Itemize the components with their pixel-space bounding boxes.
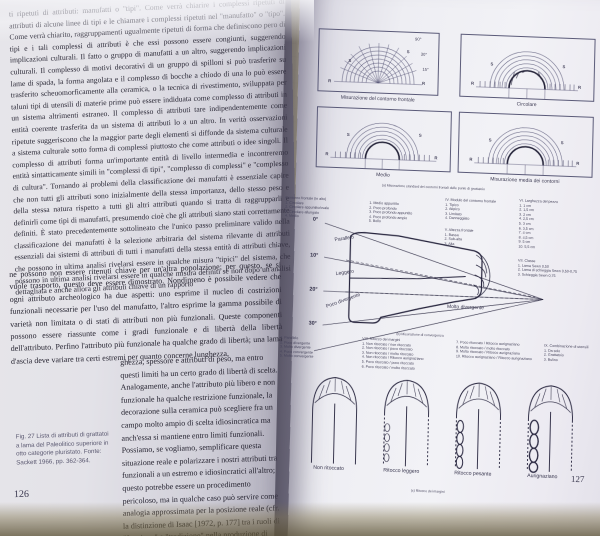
blade-outline (348, 231, 483, 324)
scraper-aurignaziano (526, 385, 573, 473)
panel3-label-s-right: S (418, 132, 422, 138)
blade-tip-retouch (473, 250, 491, 300)
angle-20: 20° (309, 286, 318, 293)
angle-30: 30° (308, 320, 317, 327)
list-IV-item-4: 4. Danneggiato (444, 216, 470, 222)
list-VI-roman: VI. (519, 198, 524, 203)
panel4-label-s-left: S (488, 137, 492, 143)
list-VIII-roman: VIII. (362, 336, 369, 341)
list-II-item-5: 5. Molto convergente (279, 353, 314, 360)
list-IX-combinazione-utensili: IX. Combinazione di utensili 1. Da solo … (544, 344, 589, 364)
list-VIII-ritocco-margini-a: VIII. Ritocco dei margini 1. Non ritocca… (362, 337, 424, 372)
convergence-rays (313, 222, 544, 352)
list-IV-modulo-contorno: IV. Modulo del contorno frontale 1. Tipi… (445, 198, 496, 223)
figure-27-caption: Fig. 27 Lista di attributi di grattatoi … (15, 430, 109, 467)
panel4-label-r-left: R (469, 156, 473, 162)
panel1-label-s-right: S (406, 49, 410, 55)
panel4-label-s-right: S (560, 140, 564, 146)
scraper-drawings (310, 377, 573, 473)
panel2-label-s-left: S (490, 61, 494, 67)
retouch-label-non-ritoccato: Non ritoccato (313, 464, 344, 472)
panel2-label-r-right: R (577, 84, 582, 90)
list-IX-roman: IX. (544, 343, 549, 348)
panel-contorno-frontale (317, 28, 440, 96)
angle-0: 0° (312, 216, 319, 223)
angle-10: 10° (310, 252, 319, 259)
panel2-label-r-left: R (471, 80, 475, 86)
scraper-non-ritoccato (310, 377, 358, 465)
panel1-label-r-left: R (328, 78, 332, 84)
list-VIII-ritocco-margini-b: 7. Poco ritoccato / Ritocco aurignaziano… (456, 340, 532, 361)
panel1-angle-30: 30° (420, 51, 428, 57)
panel1-label-r-right: R (422, 80, 426, 86)
list-IX-item-3: 3. Bulino (543, 357, 558, 362)
list-I-contorno-frontale: Contorno frontale (in alto) 1. Circolare… (285, 196, 329, 221)
panel3-label-s-left: S (346, 131, 350, 137)
scraper-ritocco-leggero (382, 379, 429, 468)
panel1-angle-90: 90° (415, 36, 422, 42)
panel-circolare (459, 33, 596, 102)
scraper-ritocco-pesante (454, 382, 501, 470)
subcaption-c: (c) Ritocco dei margini (410, 488, 445, 494)
panel-misurazione-media (457, 111, 594, 178)
panel3-label-r-left: R (325, 151, 329, 157)
figure-27-illustration: S R R S 90° 30° 15° S S R R S S R R S S … (280, 22, 600, 503)
panel-medio (315, 106, 452, 173)
right-page-top-highlight (0, 0, 314, 42)
subcaption-a: (a) Misurazione standard dei contorni fr… (381, 183, 486, 192)
retouch-label-aurignaziano: Aurignaziano (527, 473, 558, 481)
page-number-right: 127 (570, 473, 585, 485)
list-IV-roman: IV. (445, 197, 450, 202)
list-II-profilo-corpo: 1. Parallelo 2. Poco divergente 3. Molto… (280, 335, 314, 359)
panel3-label-r-right: R (434, 155, 438, 161)
desk-foreground-shadow (0, 502, 600, 536)
panel1-label-s: S (348, 57, 352, 64)
list-VIII-item-10: 10. Ritocco aurignaziano / Ritocco aurig… (455, 353, 533, 361)
page-number-left: 126 (13, 488, 30, 501)
panel2-label-s-right: S (562, 64, 566, 70)
list-I-item-4: 4. Medio (284, 213, 299, 219)
panel4-label-r-right: R (576, 160, 580, 166)
panel1-angle-15: 15° (422, 66, 429, 72)
